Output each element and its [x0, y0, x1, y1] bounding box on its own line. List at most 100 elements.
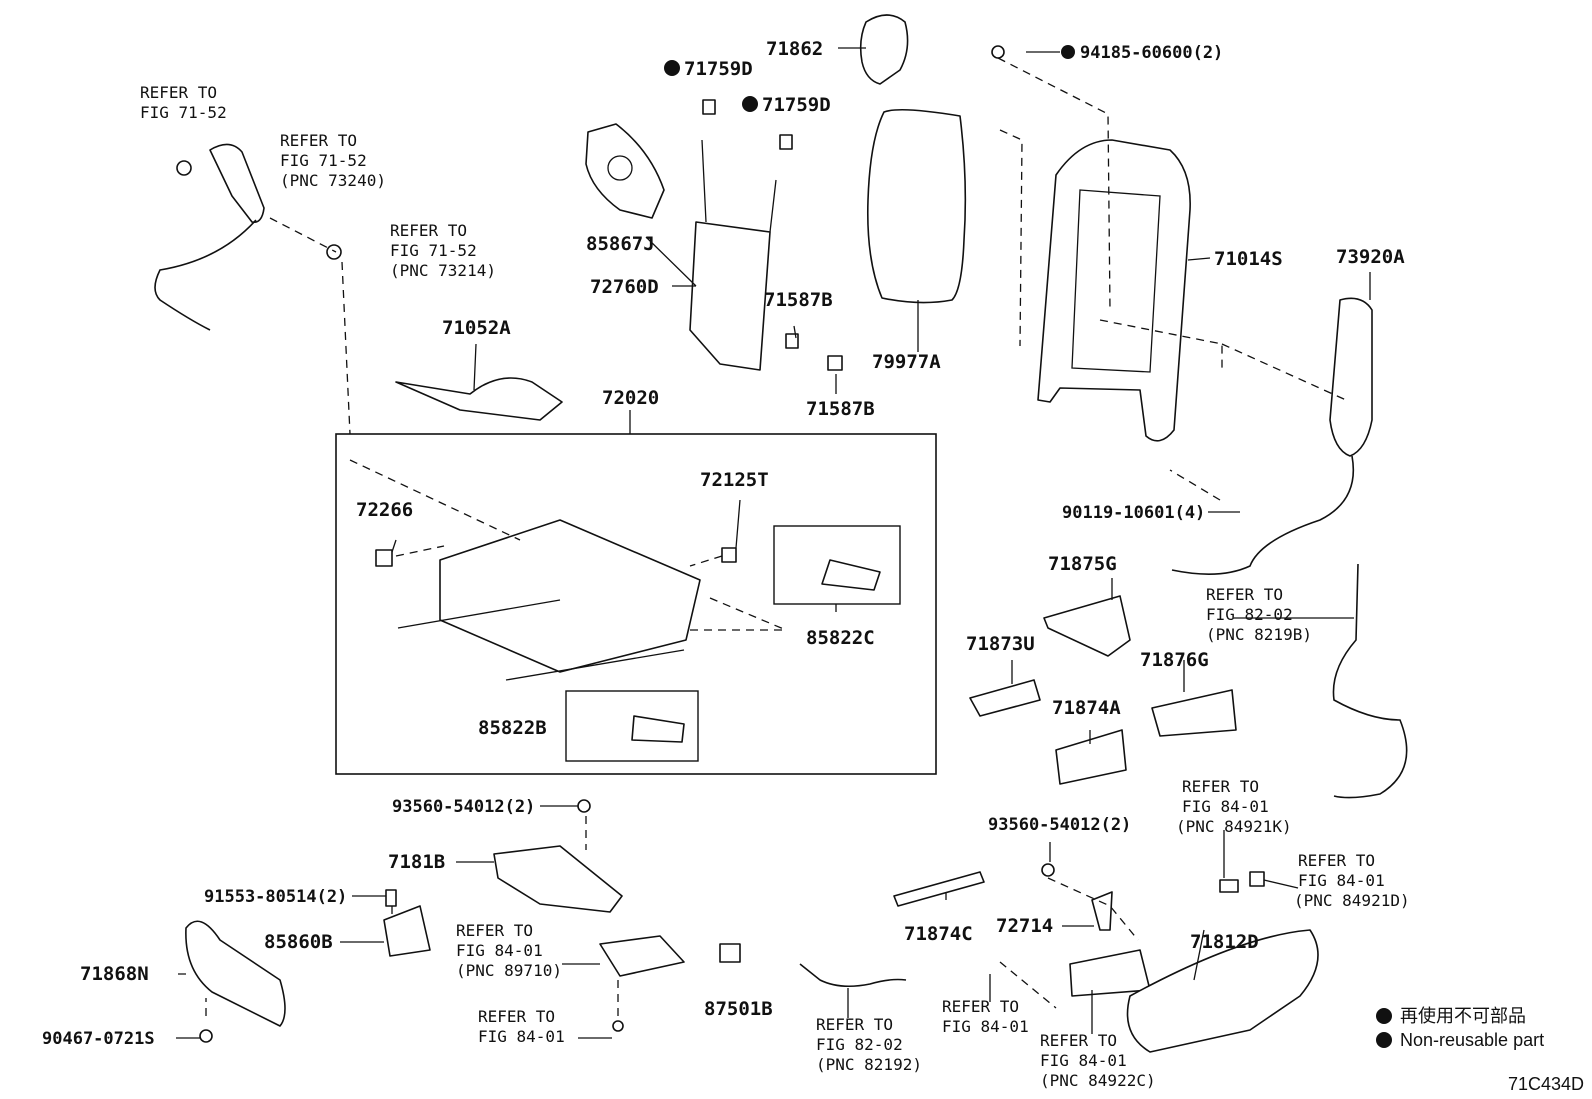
refer-line: REFER TO	[456, 921, 533, 940]
refer-line: (PNC 82192)	[816, 1055, 922, 1074]
screw-ecu-part	[612, 1020, 624, 1032]
legend-dot-icon	[1376, 1008, 1392, 1024]
part-71874c	[893, 871, 985, 907]
knob-84921d-part	[1249, 871, 1265, 887]
refer-line: FIG 71-52	[140, 103, 227, 122]
frame-71014s-part	[1037, 139, 1191, 442]
label-71587b-b: 71587B	[806, 398, 875, 420]
label-85867j: 85867J	[586, 233, 655, 255]
legend-en: Non-reusable part	[1400, 1030, 1544, 1050]
refer-line: (PNC 89710)	[456, 961, 562, 980]
cover-85867j-part	[585, 123, 665, 219]
ecu-part	[599, 935, 685, 977]
clip-71759d-a-part	[702, 99, 716, 115]
knob-84921k-part	[1219, 879, 1239, 893]
drawing-code: 71C434D	[1508, 1074, 1584, 1094]
assembly-box-72020	[335, 433, 937, 775]
label-93560-a: 93560-54012(2)	[392, 797, 535, 817]
motor-85822b-part	[631, 715, 685, 743]
harness-82192-part	[799, 963, 907, 988]
refer-line: FIG 84-01	[1298, 871, 1385, 890]
label-91553: 91553-80514(2)	[204, 887, 347, 907]
cap-71-52-part	[176, 160, 192, 176]
refer-line: (PNC 84921D)	[1294, 891, 1410, 910]
label-85822b: 85822B	[478, 717, 547, 739]
refer-line: REFER TO	[390, 221, 467, 240]
non-reusable-dot-icon	[1061, 45, 1075, 59]
refer-pnc-73240: REFER TO FIG 71-52 (PNC 73240)	[280, 131, 386, 190]
bolt-91553-part	[385, 889, 397, 907]
label-72020: 72020	[602, 387, 659, 409]
clip-71759d-b-part	[779, 134, 793, 150]
part-85860b	[383, 905, 431, 957]
label-71759d-b: 71759D	[762, 94, 831, 116]
cover-71868n-part	[185, 920, 286, 1027]
refer-line: REFER TO	[1182, 777, 1259, 796]
label-71587b-a: 71587B	[764, 289, 833, 311]
refer-line: REFER TO	[816, 1015, 893, 1034]
refer-pnc-84921k: REFER TO FIG 84-01 (PNC 84921K)	[1176, 777, 1292, 836]
adjuster-72020-part	[439, 519, 701, 673]
airbag-wire	[1171, 455, 1355, 575]
label-71759d-a: 71759D	[684, 58, 753, 80]
switch-84922c-part	[1069, 949, 1151, 997]
legend-dot-icon	[1376, 1032, 1392, 1048]
label-79977a: 79977A	[872, 351, 941, 373]
motor-85822c-part	[821, 559, 881, 591]
cover-71812d-part	[1126, 929, 1319, 1053]
label-71876g: 71876G	[1140, 649, 1209, 671]
refer-fig-71-52-cap: REFER TO FIG 71-52	[140, 83, 227, 122]
refer-line: REFER TO	[140, 83, 217, 102]
bolt-93560-b-part	[1041, 863, 1055, 877]
label-73920a: 73920A	[1336, 246, 1405, 268]
leader-lines	[176, 47, 1371, 1039]
label-72714: 72714	[996, 915, 1053, 937]
refer-pnc-84921d: REFER TO FIG 84-01 (PNC 84921D)	[1294, 851, 1410, 910]
refer-line: FIG 71-52	[390, 241, 477, 260]
support-72760d-part	[689, 221, 771, 371]
bolt-93560-a-part	[577, 799, 591, 813]
refer-line: (PNC 84921K)	[1176, 817, 1292, 836]
refer-line: REFER TO	[1206, 585, 1283, 604]
refer-line: REFER TO	[1040, 1031, 1117, 1050]
label-71873u: 71873U	[966, 633, 1035, 655]
clip-90467-part	[199, 1029, 213, 1043]
refer-line: REFER TO	[1298, 851, 1375, 870]
bolt-94185-part	[991, 45, 1005, 59]
label-85822c: 85822C	[806, 627, 875, 649]
refer-pnc-8219b: REFER TO FIG 82-02 (PNC 8219B)	[1206, 585, 1312, 644]
shield-71875g-part	[1043, 595, 1131, 657]
refer-line: FIG 71-52	[280, 151, 367, 170]
refer-line: REFER TO	[942, 997, 1019, 1016]
nut-73214-part	[326, 244, 342, 260]
label-94185: 94185-60600(2)	[1080, 43, 1223, 63]
shield-71876g-part	[1151, 689, 1237, 737]
refer-line: FIG 84-01	[456, 941, 543, 960]
label-87501b: 87501B	[704, 998, 773, 1020]
part-87501b	[719, 943, 741, 963]
non-reusable-dot-icon	[742, 96, 758, 112]
refer-line: FIG 84-01	[942, 1017, 1029, 1036]
shield-71873u-part	[969, 679, 1041, 717]
legend-jp: 再使用不可部品	[1400, 1006, 1526, 1026]
refer-line: FIG 84-01	[478, 1027, 565, 1046]
adjuster-rail-a	[397, 599, 685, 681]
part-72125t	[721, 547, 737, 563]
label-93560-b: 93560-54012(2)	[988, 815, 1131, 835]
guide-73240-part	[209, 143, 265, 224]
non-reusable-dot-icon	[664, 60, 680, 76]
refer-pnc-84922c: REFER TO FIG 84-01 (PNC 84922C)	[1040, 1031, 1156, 1090]
label-72760d: 72760D	[590, 276, 659, 298]
refer-pnc-89710: REFER TO FIG 84-01 (PNC 89710)	[456, 921, 562, 980]
dash-lines	[205, 57, 1347, 1016]
refer-line: (PNC 84922C)	[1040, 1071, 1156, 1090]
frame-71014s-inner	[1071, 189, 1161, 373]
refer-line: FIG 82-02	[1206, 605, 1293, 624]
clip-71587b-b-part	[827, 355, 843, 371]
harness-73240-wire	[154, 219, 257, 331]
label-85860b: 85860B	[264, 931, 333, 953]
refer-pnc-73214: REFER TO FIG 71-52 (PNC 73214)	[390, 221, 496, 280]
label-90119: 90119-10601(4)	[1062, 503, 1205, 523]
refer-line: FIG 84-01	[1182, 797, 1269, 816]
